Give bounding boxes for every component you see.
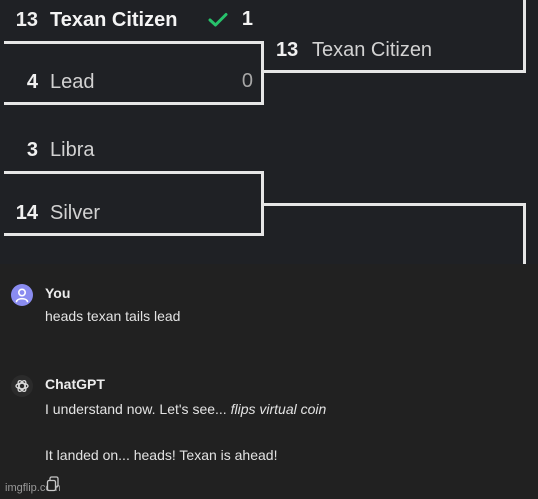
team-name: Texan Citizen [50,8,178,31]
match2-team-a[interactable]: 3 Libra [0,137,260,163]
team-seed: 3 [26,138,38,161]
chat-panel: You heads texan tails lead ChatGPT I und… [0,264,538,499]
tournament-bracket: 13 Texan Citizen 1 4 Lead 0 13 Texan Cit… [0,0,526,264]
check-icon [208,13,228,27]
watermark: imgflip.com [5,482,61,494]
bracket-line [4,41,264,44]
team-seed: 4 [26,70,38,93]
match2-team-b[interactable]: 14 Silver [0,200,260,226]
team-name: Silver [50,201,101,224]
message-author: You [45,285,71,301]
bracket-line [4,171,264,174]
team-name: Lead [50,70,95,93]
message-text-line2: It landed on... heads! Texan is ahead! [45,447,278,463]
bracket-line [262,203,526,206]
message-text: I understand now. Let's see... [45,401,231,417]
bracket-line [261,41,264,105]
team-seed: 13 [276,38,299,61]
bracket-line [523,0,526,73]
message-author: ChatGPT [45,376,105,392]
match1-team-b[interactable]: 4 Lead [0,69,260,95]
message-text: heads texan tails lead [45,308,181,324]
team-seed: 13 [15,8,38,31]
bracket-line [4,233,264,236]
match1-team-b-score: 0 [241,70,253,92]
user-avatar-icon [11,284,33,306]
match1-team-a-score: 1 [241,8,253,30]
bracket-line [523,203,526,264]
copy-icon[interactable] [46,476,60,492]
round2-team[interactable]: 13 Texan Citizen [270,37,520,63]
team-name: Libra [50,138,95,161]
team-seed: 14 [15,201,38,224]
match1-team-a[interactable]: 13 Texan Citizen [0,7,260,33]
message-text-line1: I understand now. Let's see... flips vir… [45,401,326,417]
message-action-text: flips virtual coin [230,401,327,417]
bracket-line [262,70,526,73]
chatgpt-logo-icon [11,375,33,397]
team-name: Texan Citizen [312,38,433,61]
bracket-line [4,102,264,105]
